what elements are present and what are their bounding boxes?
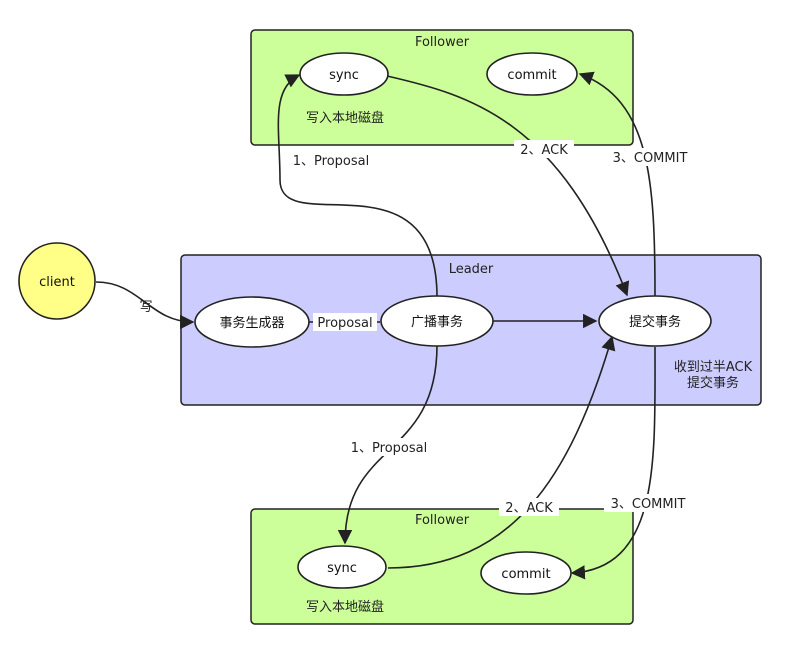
follower-top-title: Follower <box>415 35 470 50</box>
node-sync-top <box>299 52 389 96</box>
label-broadcast: 广播事务 <box>411 314 463 330</box>
label-bg-proposal-bottom <box>345 438 433 456</box>
note-write-disk-bottom: 写入本地磁盘 <box>306 599 384 615</box>
edge-proposal-top <box>277 74 438 298</box>
edge-label-proposal-bottom: 1、Proposal <box>351 441 427 456</box>
node-sync-bottom <box>297 545 387 589</box>
edge-label-generator: Proposal <box>317 316 372 331</box>
label-sync-top: sync <box>329 68 359 83</box>
label-bg-ack-top <box>514 140 574 158</box>
label-tx-generator: 事务生成器 <box>219 315 284 331</box>
note-write-disk-top: 写入本地磁盘 <box>306 110 384 126</box>
client-label: client <box>39 275 75 290</box>
label-bg-ack-bottom <box>499 498 559 516</box>
node-commit-top <box>486 52 578 96</box>
label-commit-top: commit <box>507 68 556 83</box>
edge-label-commit-bottom: 3、COMMIT <box>611 497 686 512</box>
edge-label-ack-bottom: 2、ACK <box>505 501 553 516</box>
label-bg-proposal-top <box>287 151 375 169</box>
edge-label-commit-top: 3、COMMIT <box>613 151 688 166</box>
edge-label-proposal-top: 1、Proposal <box>293 154 369 169</box>
edge-label-ack-top: 2、ACK <box>520 143 568 158</box>
note-ack-majority: 收到过半ACK <box>674 360 753 375</box>
label-commit-bottom: commit <box>501 567 550 582</box>
label-bg-commit-top <box>606 148 694 166</box>
edge-client-to-generator <box>95 281 195 330</box>
client-node <box>18 242 96 320</box>
label-bg-generator-edge <box>313 313 377 331</box>
node-commit-bottom <box>480 551 572 595</box>
follower-bottom-title: Follower <box>415 513 470 528</box>
node-broadcast <box>380 295 494 347</box>
edge-ack-top <box>386 75 630 297</box>
label-sync-bottom: sync <box>327 561 357 576</box>
edge-label-client-write: 写 <box>139 300 152 315</box>
label-bg-commit-bottom <box>604 494 692 512</box>
label-commit-tx: 提交事务 <box>629 314 681 330</box>
node-commit-tx <box>598 295 712 347</box>
note-commit-tx: 提交事务 <box>687 375 739 391</box>
leader-title: Leader <box>449 262 494 277</box>
node-tx-generator <box>194 296 310 348</box>
